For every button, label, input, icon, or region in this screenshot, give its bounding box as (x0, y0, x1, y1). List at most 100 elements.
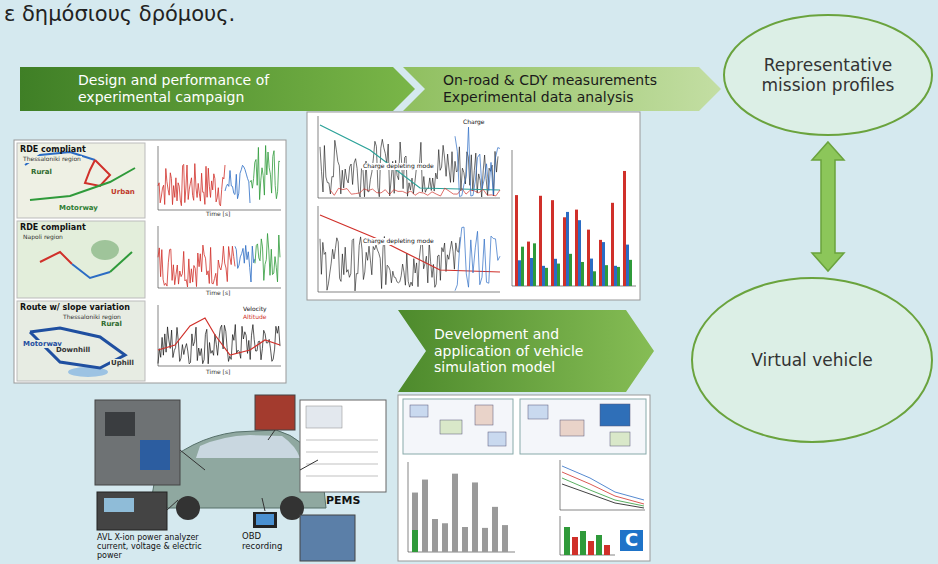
node-text: Representative mission profiles (748, 55, 908, 96)
chart-bar (557, 264, 560, 286)
route-map (17, 221, 145, 298)
chart-bar (614, 266, 617, 286)
chart-trace (455, 227, 500, 291)
chart-bar (596, 535, 602, 555)
chart-bar (545, 268, 548, 286)
chart-bar (626, 245, 629, 286)
text-label: Altitude (242, 314, 267, 321)
engine-photo (95, 400, 180, 485)
route-line (40, 252, 72, 264)
text-label: Motorway (58, 204, 99, 212)
chart-bar (462, 527, 468, 552)
chart-bar (482, 528, 488, 552)
chart-axis (318, 206, 500, 292)
chart-bar (575, 210, 578, 286)
chart-bar (412, 493, 418, 552)
chart-trace (158, 245, 235, 287)
leader-line (262, 498, 265, 511)
text-label: Charge depleting mode (362, 238, 435, 245)
chart-bar (502, 525, 508, 552)
double-arrow (812, 142, 844, 271)
model-block (440, 420, 462, 434)
chart-bar (564, 527, 570, 555)
chart-trace (320, 125, 500, 190)
chart-bar (515, 195, 518, 286)
analyzer-photo (97, 492, 167, 530)
ellipse-node: Virtual vehicle (690, 276, 934, 444)
chart-bar (533, 243, 536, 286)
chart-bar (590, 259, 593, 286)
pems-screen (306, 406, 342, 428)
text-label: Rural (30, 168, 53, 176)
model-block (600, 404, 630, 426)
simulation-panel (398, 395, 650, 561)
leader-line (300, 460, 318, 470)
model-block (410, 405, 428, 417)
engine-photo-detail (105, 412, 135, 436)
route-line (30, 168, 135, 200)
chart-bar (422, 480, 428, 552)
model-block (528, 405, 548, 419)
chart-bar (572, 537, 578, 555)
chart-bar (604, 545, 610, 555)
map-area (91, 240, 119, 260)
car-window (196, 435, 300, 458)
chart-axis (318, 116, 500, 198)
chart-bar (530, 258, 533, 286)
pems-box (300, 400, 386, 492)
model-block (560, 420, 584, 436)
chart-bar (518, 260, 521, 286)
chevron-step: Development and application of vehicle s… (398, 310, 654, 392)
chart-bar (442, 523, 448, 552)
chart-bar (542, 266, 545, 286)
text-label: Uphill (110, 359, 135, 367)
chart-bar (412, 530, 418, 552)
engine-photo-detail (140, 440, 170, 470)
chart-bar (472, 482, 478, 552)
text-label: Velocity (242, 306, 268, 313)
leader-line (268, 430, 275, 440)
text-label: Rural (100, 320, 123, 328)
text-label: AVL X-ion power analyzer current, voltag… (97, 533, 222, 561)
text-label: Downhill (55, 346, 91, 354)
pems-line (306, 452, 378, 453)
measurement-panel (307, 112, 640, 300)
chart-bar (599, 240, 602, 286)
car-wheel (176, 496, 200, 520)
ellipse-node: Representative mission profiles (722, 13, 934, 137)
chart-bar (578, 220, 581, 286)
leader-line (167, 500, 178, 510)
text-label: Time [s] (205, 290, 231, 297)
chart-bar (452, 474, 458, 552)
chart-trace (158, 164, 225, 206)
chart-bar (539, 196, 542, 286)
chart-bar (563, 217, 566, 286)
chevron-shape (398, 310, 654, 392)
chart-bar (527, 242, 530, 286)
chart-bar (623, 171, 626, 286)
text-label: PEMS (326, 495, 360, 508)
chart-axis (158, 305, 281, 366)
chart-bar (551, 200, 554, 286)
chart-trace (158, 318, 280, 355)
chart-bar (602, 242, 605, 286)
text-label: Napoli region (22, 234, 64, 241)
chart-bar (554, 259, 557, 286)
model-block (475, 405, 493, 425)
engine-photo (300, 515, 355, 561)
chevron-shape (403, 67, 721, 111)
text-label: Thessaloniki region (22, 156, 82, 163)
route-panel (14, 140, 286, 383)
chart-trace (250, 146, 280, 200)
chart-bar (492, 507, 498, 552)
text-label: Time [s] (205, 211, 231, 218)
ellipse-outline (724, 15, 932, 135)
route-line (72, 264, 110, 278)
chevron-shape (20, 67, 415, 111)
chart-bar (617, 267, 620, 286)
route-map (17, 301, 145, 381)
text-label: Urban (110, 188, 136, 196)
route-line (85, 160, 110, 186)
chart-bar (566, 212, 569, 286)
